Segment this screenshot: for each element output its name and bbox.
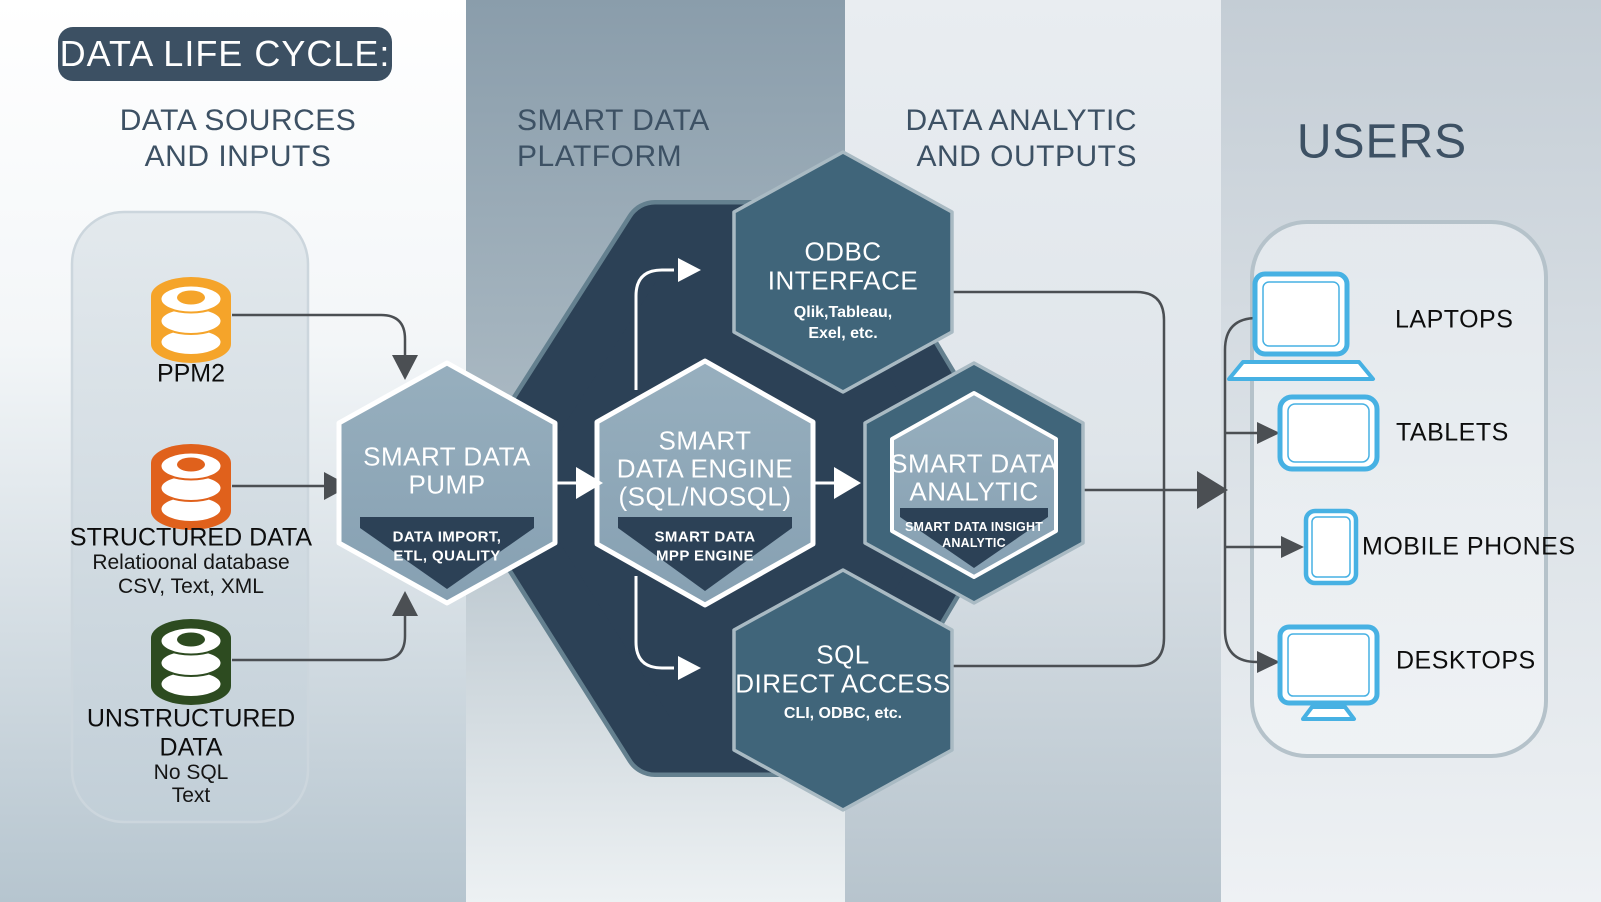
odbc-title-line2: INTERFACE: [767, 265, 919, 296]
laptop-icon: [1227, 271, 1375, 381]
structured-database-icon: [151, 444, 231, 530]
pump-banner-line1: DATA IMPORT,: [392, 528, 502, 546]
odbc-interface-hexagon: [732, 150, 954, 394]
unstructured-data-label-line1: UNSTRUCTURED: [86, 704, 296, 733]
pump-banner-line2: ETL, QUALITY: [393, 547, 501, 565]
sql-direct-access-hexagon: [732, 568, 954, 812]
tablet-icon: [1277, 394, 1380, 472]
analytic-banner-line1: SMART DATA INSIGHT: [904, 520, 1044, 534]
page-title: DATA LIFE CYCLE:: [58, 27, 392, 81]
line-odbc-sql-to-users: [950, 290, 1166, 668]
analytics-heading-line2: AND OUTPUTS: [916, 140, 1137, 173]
sources-heading-line2: AND INPUTS: [144, 140, 332, 173]
desktop-icon: [1277, 624, 1380, 721]
desktops-label: DESKTOPS: [1396, 646, 1536, 675]
tablets-label: TABLETS: [1396, 418, 1509, 447]
engine-banner-line2: MPP ENGINE: [656, 547, 754, 565]
structured-data-sub1: Relatioonal database: [92, 551, 290, 574]
odbc-sub-line1: Qlik,Tableau,: [793, 304, 893, 321]
platform-heading-line2: PLATFORM: [517, 140, 683, 173]
mobile-phones-label: MOBILE PHONES: [1362, 532, 1576, 561]
structured-data-label: STRUCTURED DATA: [69, 523, 313, 552]
engine-title-line3: (SQL/NOSQL): [618, 481, 792, 512]
ppm2-label: PPM2: [156, 359, 226, 388]
users-heading: USERS: [1296, 115, 1468, 169]
sql-title-line1: SQL: [816, 639, 870, 670]
smart-data-engine-hexagon: [594, 358, 816, 608]
sources-heading-line1: DATA SOURCES: [119, 104, 357, 137]
arrow-pump-to-engine: [556, 467, 603, 499]
arrow-engine-to-sql: [634, 576, 701, 680]
unstructured-data-sub2: Text: [171, 784, 211, 807]
unstructured-data-label-line2: DATA: [159, 733, 223, 762]
mobile-phone-icon: [1303, 508, 1359, 586]
pump-title-line2: PUMP: [408, 469, 486, 500]
arrow-engine-to-odbc: [634, 258, 701, 390]
arrow-analytic-to-users: [1083, 471, 1228, 509]
smart-data-pump-hexagon: [336, 360, 558, 606]
ppm2-database-icon: [151, 277, 231, 363]
engine-title-line1: SMART: [658, 425, 752, 456]
arrow-engine-to-analytic: [814, 467, 861, 499]
engine-banner-line1: SMART DATA: [654, 528, 756, 546]
unstructured-database-icon: [151, 619, 231, 705]
arrow-unstructured-to-pump: [232, 591, 418, 662]
analytics-heading-line1: DATA ANALYTIC: [905, 104, 1137, 137]
engine-title-line2: DATA ENGINE: [616, 453, 794, 484]
arrow-ppm2-to-pump: [232, 313, 418, 380]
platform-heading-line1: SMART DATA: [517, 104, 710, 137]
smart-data-analytic-hexagon: [890, 391, 1058, 579]
analytic-title-line1: SMART DATA: [890, 448, 1058, 479]
odbc-sub-line2: Exel, etc.: [808, 325, 878, 342]
sql-sub: CLI, ODBC, etc.: [783, 705, 903, 722]
unstructured-data-sub1: No SQL: [153, 761, 229, 784]
pump-title-line1: SMART DATA: [363, 441, 531, 472]
sql-title-line2: DIRECT ACCESS: [735, 668, 951, 699]
odbc-title-line1: ODBC: [804, 236, 882, 267]
structured-data-sub2: CSV, Text, XML: [118, 575, 264, 598]
analytic-title-line2: ANALYTIC: [909, 476, 1039, 507]
laptops-label: LAPTOPS: [1395, 305, 1514, 334]
analytic-banner-line2: ANALYTIC: [942, 536, 1006, 550]
